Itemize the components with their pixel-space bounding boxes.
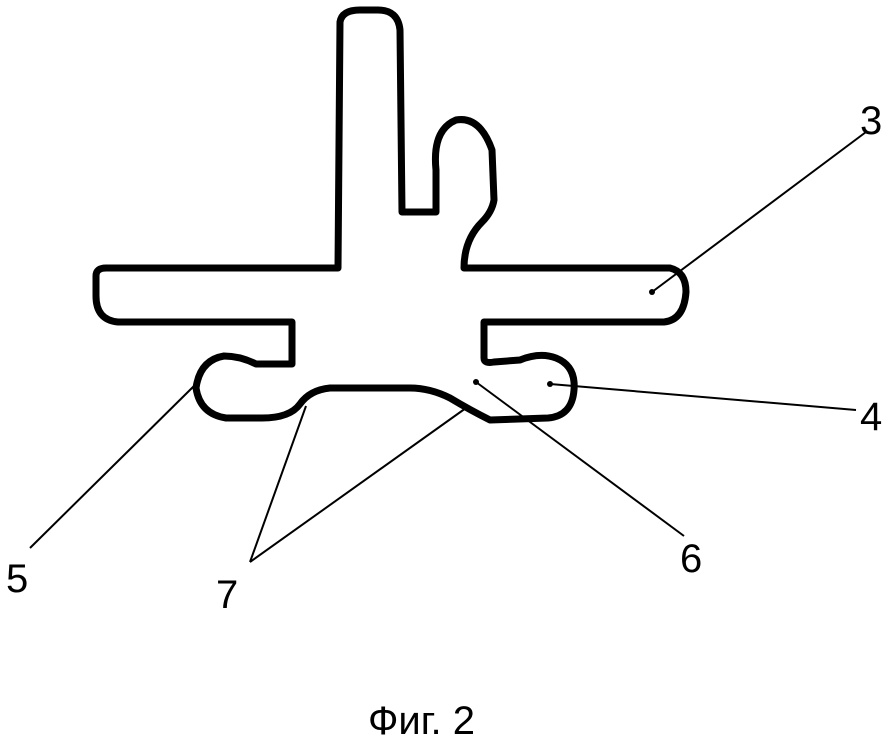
dot-3 [649, 289, 655, 295]
leader-line-3 [651, 131, 867, 293]
dot-6 [473, 379, 479, 385]
label-6: 6 [680, 537, 702, 581]
label-4: 4 [860, 395, 882, 439]
label-5: 5 [6, 557, 28, 601]
label-7: 7 [216, 573, 238, 617]
leader-line-7b [249, 407, 467, 563]
figure-caption: Фиг. 2 [368, 699, 475, 743]
dot-4 [547, 381, 553, 387]
leader-line-7a [249, 405, 307, 563]
label-3: 3 [860, 99, 882, 143]
profile-outline [92, 6, 690, 424]
leader-line-4 [549, 383, 857, 411]
leader-line-5 [29, 383, 197, 549]
leader-line-6 [475, 381, 685, 537]
